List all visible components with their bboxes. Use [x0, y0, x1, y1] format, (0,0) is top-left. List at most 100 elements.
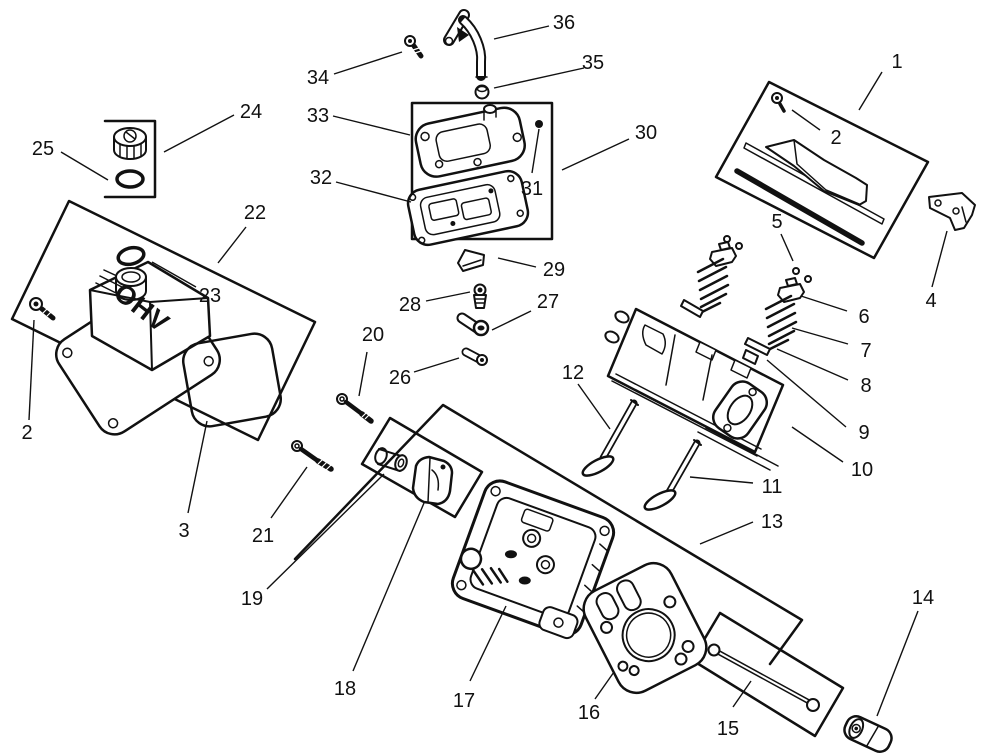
leader-line-30: [561, 138, 630, 171]
group-outline-breather-valve: [360, 416, 484, 519]
part-20-bolt: [336, 393, 374, 424]
part-28-adjuster: [473, 283, 487, 309]
part-6-retainer: [777, 277, 805, 303]
part-label-6: 6: [858, 306, 869, 328]
part-label-5: 5: [771, 211, 782, 233]
leader-line-21: [270, 466, 308, 519]
part-17-head-assembly: [450, 479, 616, 640]
group-outline-cover-kit: [10, 199, 317, 442]
leader-line-12: [577, 383, 611, 430]
leader-line-23: [151, 261, 197, 288]
part-22-rocker-cover: OHV: [54, 260, 222, 436]
part-label-24: 24: [240, 101, 262, 123]
leader-line-24: [163, 114, 235, 153]
part-12-valve: [581, 399, 639, 477]
leader-line-13: [699, 521, 754, 545]
part-label-4: 4: [925, 290, 936, 312]
leader-line-16: [594, 671, 615, 700]
leader-line-5: [780, 233, 794, 262]
part-label-26: 26: [389, 367, 411, 389]
leader-line-28: [425, 291, 471, 302]
part-label-23: 23: [199, 285, 221, 307]
part-9-spring-seat: [742, 349, 759, 365]
leader-line-4: [931, 230, 948, 288]
part-33-breather-cover: [414, 104, 526, 178]
part-16-head-gasket: [582, 561, 708, 695]
part-14-lifter: [843, 715, 893, 753]
part-5-keepers: [792, 267, 812, 283]
leader-line-29: [497, 257, 537, 268]
part-label-22: 22: [244, 202, 266, 224]
leader-line-15: [732, 680, 752, 708]
part-label-9: 9: [858, 422, 869, 444]
group-outline-valve-cover-kit: [714, 80, 930, 260]
part-27-rocker-pivot: [456, 312, 490, 337]
part-35-fitting: [474, 84, 490, 100]
leader-line-33: [332, 115, 411, 136]
part-7-spring: [764, 294, 798, 351]
group-outline-oil-cap: [103, 119, 157, 199]
part-label-15: 15: [717, 718, 739, 740]
part-label-8: 8: [860, 375, 871, 397]
leader-line-31: [531, 128, 540, 174]
part-label-31: 31: [521, 178, 543, 200]
part-label-2b: 2: [21, 422, 32, 444]
part-10-cylinder-head: [604, 307, 785, 471]
part-24-oil-cap: [113, 127, 147, 160]
leader-line-2a: [791, 109, 821, 131]
part-2-screw-left: [29, 297, 56, 321]
leader-line-3: [187, 420, 208, 514]
part-label-3: 3: [178, 520, 189, 542]
part-label-13: 13: [761, 511, 783, 533]
leader-line-20: [358, 351, 368, 397]
leader-line-27: [491, 310, 532, 331]
part-label-17: 17: [453, 690, 475, 712]
part-36-breather-tube: [443, 9, 488, 81]
part-15-push-rod: [707, 643, 820, 712]
leader-line-1: [858, 71, 883, 111]
part-label-35: 35: [582, 52, 604, 74]
part-7-spring-left: [696, 257, 730, 314]
part-label-36: 36: [553, 12, 575, 34]
part-label-28: 28: [399, 294, 421, 316]
part-label-16: 16: [578, 702, 600, 724]
part-label-19: 19: [241, 588, 263, 610]
part-label-29: 29: [543, 259, 565, 281]
part-label-1: 1: [891, 51, 902, 73]
leader-line-18: [352, 502, 425, 672]
leader-line-22: [217, 226, 247, 264]
part-label-10: 10: [851, 459, 873, 481]
leader-line-9: [766, 359, 847, 428]
leader-line-10: [791, 426, 844, 463]
part-label-25: 25: [32, 138, 54, 160]
leader-line-11: [689, 476, 754, 484]
part-23-o-ring: [116, 245, 146, 267]
part-label-7: 7: [860, 340, 871, 362]
part-4-bracket: [928, 192, 976, 231]
part-label-21: 21: [252, 525, 274, 547]
part-21-bolt: [291, 440, 334, 472]
part-8-valve-seal: [744, 337, 771, 356]
part-label-18: 18: [334, 678, 356, 700]
part-1-valve-cover: [734, 139, 885, 246]
part-29-rocker-guide: [457, 249, 485, 272]
part-label-11: 11: [762, 476, 783, 498]
leader-line-7: [791, 327, 849, 345]
part-18-breather-cover: [411, 455, 454, 506]
part-label-32: 32: [310, 167, 332, 189]
leader-line-36: [493, 25, 550, 40]
part-8-seal-left: [680, 299, 704, 318]
part-26-clip: [461, 347, 488, 366]
leader-line-32: [335, 181, 412, 203]
part-31-screw-dot: [535, 120, 543, 128]
leader-line-17: [469, 605, 507, 682]
part-label-33: 33: [307, 105, 329, 127]
group-outline-head-kit: [293, 403, 804, 666]
part-label-34: 34: [307, 67, 329, 89]
part-2-screw-top: [771, 92, 786, 113]
leader-line-25: [60, 151, 109, 181]
part-label-14: 14: [912, 587, 934, 609]
part-19-breather-element: [374, 447, 408, 472]
labels-layer: 1223456789101112131415161718192021222324…: [21, 12, 948, 740]
